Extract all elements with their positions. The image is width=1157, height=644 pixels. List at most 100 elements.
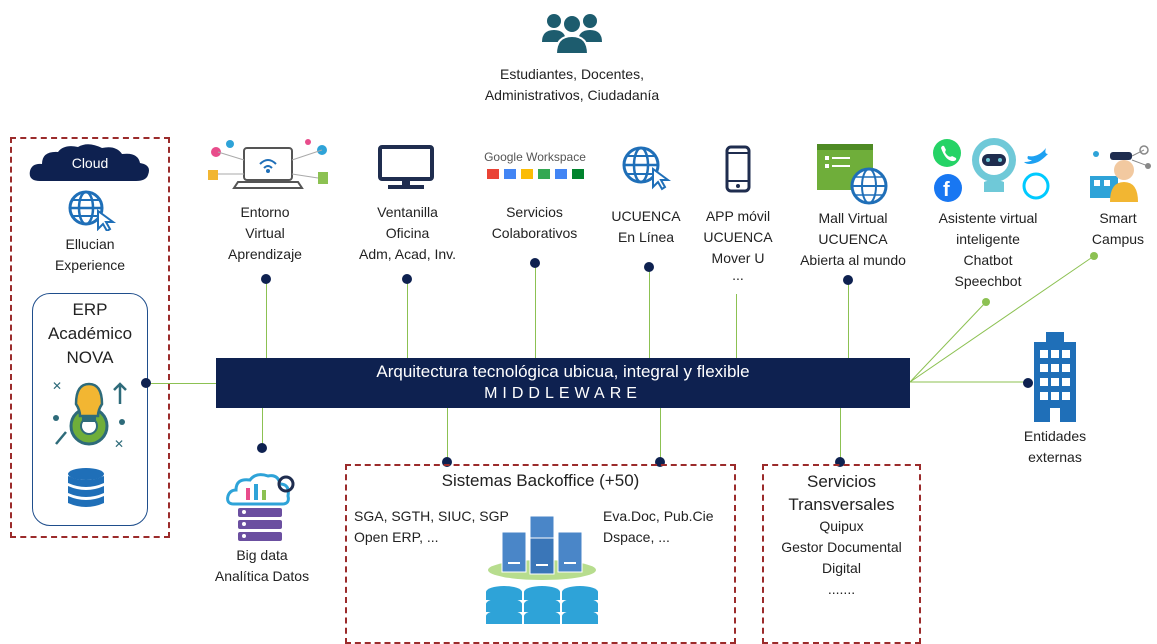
globe-cursor-icon	[68, 190, 117, 231]
channel-mall-label: Mall Virtual UCUENCA Abierta al mundo	[788, 208, 918, 271]
users-icon	[542, 14, 602, 55]
node-ucuenca-linea	[644, 262, 654, 272]
channel-servicios-line1: Servicios	[506, 204, 563, 220]
external-line1: Entidades	[1023, 428, 1087, 444]
google-workspace-icon: Google Workspace	[482, 150, 588, 190]
channel-app-line1: APP móvil	[705, 208, 771, 224]
node-smart	[1090, 252, 1098, 260]
channel-ucuenca-linea-line1: UCUENCA	[611, 208, 681, 224]
svg-text:✕: ✕	[114, 437, 124, 451]
channel-ventanilla-line3: Adm, Acad, Inv.	[358, 246, 456, 262]
middleware-subtitle: MIDDLEWARE	[484, 385, 642, 402]
middleware-bar: Arquitectura tecnológica ubicua, integra…	[216, 358, 910, 408]
backoffice-title: Sistemas Backoffice (+50)	[441, 471, 640, 490]
erp-line2: Académico	[47, 324, 133, 343]
laptop-network-icon	[208, 139, 328, 189]
channel-ventanilla-line1: Ventanilla	[377, 204, 438, 220]
bigdata-line1: Big data	[236, 547, 288, 563]
browser-globe-icon	[817, 144, 888, 205]
node-bigdata	[257, 443, 267, 453]
lightbulb-gear-icon: ✕ ✕	[52, 379, 127, 451]
channel-mall-line2: UCUENCA	[818, 231, 888, 247]
channel-servicios-label: Servicios Colaborativos	[472, 202, 597, 244]
connector-servicios	[535, 265, 536, 358]
mobile-phone-icon	[725, 145, 751, 193]
erp-box	[32, 293, 148, 526]
users-label: Estudiantes, Docentes, Administrativos, …	[452, 64, 692, 106]
ellucian-line2: Experience	[54, 257, 126, 273]
connector-backoffice-1	[447, 408, 448, 460]
node-external	[1023, 378, 1033, 388]
channel-asistente-line1: Asistente virtual	[938, 210, 1038, 226]
svg-text:✕: ✕	[52, 379, 62, 393]
node-backoffice-1	[442, 457, 452, 467]
connector-app	[736, 294, 737, 358]
channel-mall-line3: Abierta al mundo	[800, 252, 906, 268]
backoffice-right: Eva.Doc, Pub.Cie Dspace, ...	[603, 506, 714, 548]
backoffice-right-line2: Dspace, ...	[603, 529, 670, 545]
monitor-icon	[378, 145, 434, 189]
channel-smart-line1: Smart	[1099, 210, 1137, 226]
ellucian-label: Ellucian Experience	[40, 234, 140, 276]
channel-app-line2: UCUENCA	[703, 229, 773, 245]
building-icon	[1034, 332, 1076, 422]
servers-icon	[486, 515, 598, 624]
ellucian-line1: Ellucian	[65, 236, 115, 252]
backoffice-left-line2: Open ERP, ...	[354, 529, 439, 545]
backoffice-right-line1: Eva.Doc, Pub.Cie	[603, 508, 714, 524]
external-label: Entidades externas	[1010, 426, 1100, 468]
connector-ventanilla	[407, 280, 408, 358]
node-mall	[843, 275, 853, 285]
bigdata-line2: Analítica Datos	[214, 568, 310, 584]
left-connector	[150, 383, 216, 384]
cloud-database-icon	[226, 473, 295, 541]
transversales-label: Servicios Transversales Quipux Gestor Do…	[762, 470, 921, 600]
users-label-line2: Administrativos, Ciudadanía	[484, 87, 660, 103]
channel-asistente-line4: Speechbot	[954, 273, 1022, 289]
node-ventanilla	[402, 274, 412, 284]
channel-ventanilla-label: Ventanilla Oficina Adm, Acad, Inv.	[345, 202, 470, 265]
channel-eva-label: Entorno Virtual Aprendizaje	[205, 202, 325, 265]
channel-ucuenca-linea-line2: En Línea	[617, 229, 675, 245]
node-eva	[261, 274, 271, 284]
channel-smart-label: Smart Campus	[1078, 208, 1157, 250]
erp-label: ERP Académico NOVA	[32, 298, 148, 370]
connector-mall	[848, 282, 849, 358]
node-asistente	[982, 298, 990, 306]
channel-ucuenca-linea-label: UCUENCA En Línea	[596, 206, 696, 248]
left-panel	[10, 137, 170, 538]
channel-asistente-label: Asistente virtual inteligente Chatbot Sp…	[918, 208, 1058, 292]
channel-eva-line1: Entorno	[240, 204, 290, 220]
middleware-title: Arquitectura tecnológica ubicua, integra…	[376, 362, 750, 381]
transversales-line1: Servicios	[807, 472, 876, 491]
connector-bigdata	[262, 408, 263, 446]
smart-campus-icon	[1090, 145, 1151, 202]
node-transversales	[835, 457, 845, 467]
left-node	[141, 378, 151, 388]
bigdata-label: Big data Analítica Datos	[200, 545, 324, 587]
transversales-line3: Quipux	[819, 518, 864, 534]
erp-line1: ERP	[72, 300, 108, 319]
cloud-label: Cloud	[71, 155, 109, 171]
globe-cursor-icon	[622, 146, 671, 191]
channel-mall-line1: Mall Virtual	[818, 210, 888, 226]
channel-ventanilla-line2: Oficina	[385, 225, 430, 241]
external-line2: externas	[1028, 449, 1082, 465]
channel-app-label: APP móvil UCUENCA Mover U ...	[688, 206, 788, 283]
transversales-line6: .......	[827, 581, 856, 597]
transversales-line2: Transversales	[788, 495, 895, 514]
channel-asistente-line3: Chatbot	[963, 252, 1013, 268]
channel-eva-line2: Virtual	[245, 225, 285, 241]
svg-text:f: f	[943, 179, 950, 201]
channel-app-line3: Mover U	[711, 250, 765, 266]
backoffice-left: SGA, SGTH, SIUC, SGP Open ERP, ...	[354, 506, 509, 548]
channel-smart-line2: Campus	[1091, 231, 1145, 247]
cloud-icon	[29, 144, 149, 181]
channel-app-line4: ...	[732, 267, 744, 283]
transversales-line5: Digital	[822, 560, 861, 576]
node-backoffice-2	[655, 457, 665, 467]
connector-eva	[266, 280, 267, 358]
transversales-line4: Gestor Documental	[781, 539, 902, 555]
connector-ucuenca-linea	[649, 268, 650, 358]
users-label-line1: Estudiantes, Docentes,	[500, 66, 644, 82]
